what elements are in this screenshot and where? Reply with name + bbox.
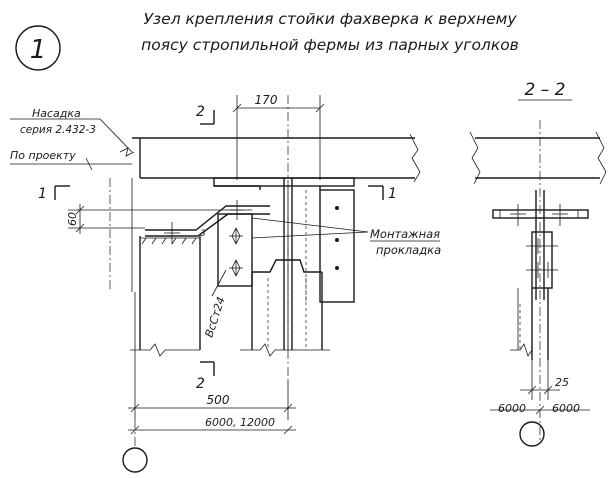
dim-60-value: 60 [66,212,79,226]
mounting-pad-callout: Монтажная прокладка [251,217,441,257]
cut-1-left-label: 1 [38,186,47,202]
grid-axis-section [519,421,545,447]
section-label: 2 – 2 [525,80,566,100]
section-chord-angles [492,190,589,300]
dim-6000-12000-value: 6000, 12000 [205,416,275,429]
cap-slab [132,133,421,183]
dim-500-value: 500 [207,393,230,407]
dim-6000-12000: 6000, 12000 [128,416,296,435]
section-column [510,288,549,360]
dim-25-value: 25 [555,376,569,389]
fachwerk-column [109,178,201,357]
top-chord-angles [213,177,355,350]
dim-section-6000: 6000 6000 [490,402,590,415]
label-montazhnaya: Монтажная [370,227,440,241]
label-nasadka: Насадка [32,107,81,120]
gusset-plate-right [305,189,355,303]
cut-1-right-label: 1 [388,186,397,202]
dim-6000-left-value: 6000 [498,402,526,415]
cut-2-bottom-label: 2 [196,376,205,392]
dim-60: 60 [66,204,252,234]
cut-1-right: 1 [368,185,397,202]
steel-grade-callout: ВсСт24 [202,269,228,339]
web-member [240,259,330,357]
label-prokladka: прокладка [376,243,441,257]
grid-axis-main [122,420,148,473]
level-line [10,118,135,171]
section-gusset [526,231,558,289]
section-slab [469,131,607,185]
connecting-plate: 3 [145,200,270,244]
label-po-proektu: По проекту [10,149,76,162]
cut-2-top-label: 2 [196,104,205,120]
node-number-marker: 1 [15,25,61,71]
cut-1-left: 1 [38,185,70,202]
label-seriya: серия 2.432-3 [20,124,96,136]
node-number: 1 [30,35,47,65]
cut-2-bottom: 2 [196,361,215,392]
weld-size: 3 [200,229,206,239]
title-line-2: поясу стропильной фермы из парных уголко… [141,36,519,54]
dim-25: 25 [520,360,569,400]
title-line-1: Узел крепления стойки фахверка к верхнем… [143,10,517,28]
cut-2-top: 2 [196,104,215,125]
dim-170-value: 170 [255,93,278,107]
dim-6000-right-value: 6000 [552,402,580,415]
dim-500: 500 [128,292,296,420]
steel-grade: ВсСт24 [202,295,227,339]
dim-170: 170 [232,93,325,113]
